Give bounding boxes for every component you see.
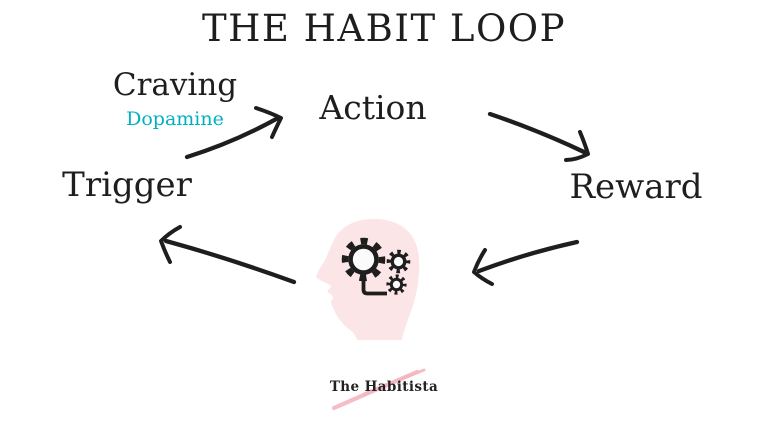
- node-trigger: Trigger: [62, 165, 192, 205]
- page-title: THE HABIT LOOP: [201, 7, 567, 50]
- logo-text: The Habitista: [329, 379, 439, 395]
- gear-connector: [361, 273, 387, 296]
- node-craving: Craving Dopamine: [113, 70, 237, 129]
- node-reward: Reward: [569, 167, 703, 207]
- node-action: Action: [319, 88, 427, 127]
- craving-label: Craving: [112, 67, 238, 103]
- arrow-brain-to-trigger-icon: [159, 225, 297, 285]
- gear-large-icon: [341, 237, 386, 282]
- arrow-reward-to-brain-icon: [472, 239, 580, 286]
- head-silhouette: [316, 219, 420, 340]
- gear-small-top-icon: [386, 249, 411, 274]
- arrow-action-to-reward-icon: [487, 111, 590, 162]
- gear-small-bottom-icon: [386, 274, 407, 295]
- brain-gears-icon: [316, 219, 420, 340]
- arrow-trigger-to-action-icon: [184, 106, 283, 160]
- dopamine-label: Dopamine: [126, 108, 224, 130]
- logo-swash-icon: [331, 368, 426, 411]
